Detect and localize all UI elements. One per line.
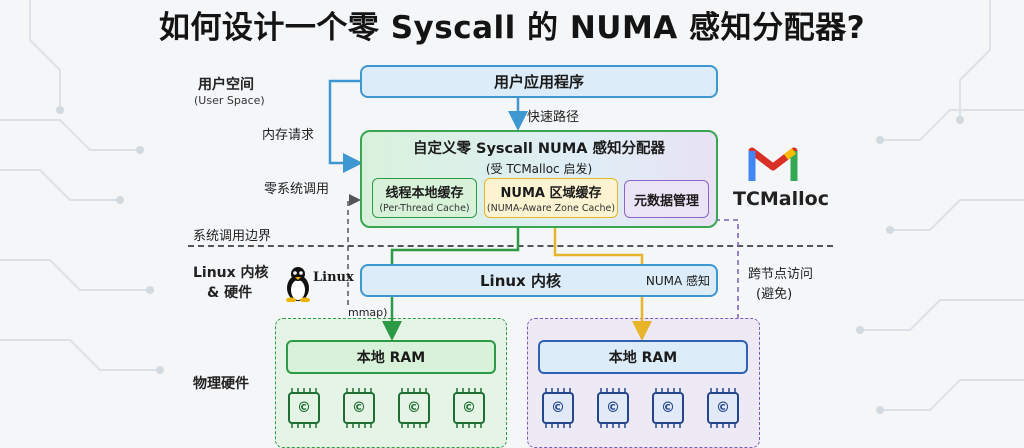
linux-kernel-label: Linux 内核 — [193, 265, 269, 281]
tcmalloc-logo-icon — [748, 147, 798, 181]
cpu-chip-icon: © — [453, 392, 485, 424]
cpu-pins — [291, 388, 736, 428]
zone-cache-title: NUMA 区域缓存 — [500, 186, 602, 201]
zone-cache-box: NUMA 区域缓存 (NUMA-Aware Zone Cache) — [484, 178, 618, 218]
page-title: 如何设计一个零 Syscall 的 NUMA 感知分配器? — [158, 10, 866, 46]
memory-request-label: 内存请求 — [262, 128, 315, 143]
linux-kernel-title: Linux 内核 — [480, 272, 561, 290]
allocator-title: 自定义零 Syscall NUMA 感知分配器 — [412, 141, 666, 157]
local-ram-right: 本地 RAM — [538, 340, 748, 374]
cpu-chip-icon: © — [398, 392, 430, 424]
cross-node-label: 跨节点访问 — [748, 267, 814, 282]
cpu-chip-icon: © — [288, 392, 320, 424]
user-space-en-label: (User Space) — [194, 94, 265, 107]
cpu-chip-icon: © — [343, 392, 375, 424]
tcmalloc-label: TCMalloc — [733, 188, 829, 210]
circuit-background — [0, 0, 1024, 414]
zone-cache-en: (NUMA-Aware Zone Cache) — [486, 203, 616, 214]
user-space-label: 用户空间 — [198, 77, 254, 93]
cpu-chip-icon: © — [707, 392, 739, 424]
cpu-chip-icon: © — [652, 392, 684, 424]
fast-path-label: 快速路径 — [527, 110, 580, 125]
metadata-title: 元数据管理 — [633, 193, 699, 209]
thread-cache-en: (Per-Thread Cache) — [379, 203, 470, 214]
mmap-label: mmap) — [348, 306, 388, 319]
allocator-subtitle: (受 TCMalloc 启发) — [485, 162, 593, 176]
cpu-chip-icon: © — [542, 392, 574, 424]
metadata-box: 元数据管理 — [624, 180, 709, 218]
cpu-chip-icon: © — [597, 392, 629, 424]
thread-cache-title: 线程本地缓存 — [385, 186, 464, 201]
thread-cache-box: 线程本地缓存 (Per-Thread Cache) — [372, 178, 477, 218]
syscall-boundary-line — [188, 245, 833, 247]
zero-syscall-label: 零系统调用 — [264, 182, 330, 197]
syscall-boundary-label: 系统调用边界 — [193, 229, 272, 244]
local-ram-left: 本地 RAM — [286, 340, 496, 374]
linux-kernel-box: Linux 内核 NUMA 感知 — [360, 264, 718, 297]
physical-hardware-label: 物理硬件 — [193, 376, 249, 392]
tux-icon — [286, 267, 310, 302]
hardware-label: & 硬件 — [207, 285, 253, 301]
user-application-box: 用户应用程序 — [360, 65, 718, 98]
numa-aware-label: NUMA 感知 — [645, 274, 710, 288]
linux-logo-text: Linux — [313, 270, 354, 285]
cross-node-avoid-label: (避免) — [756, 287, 793, 302]
